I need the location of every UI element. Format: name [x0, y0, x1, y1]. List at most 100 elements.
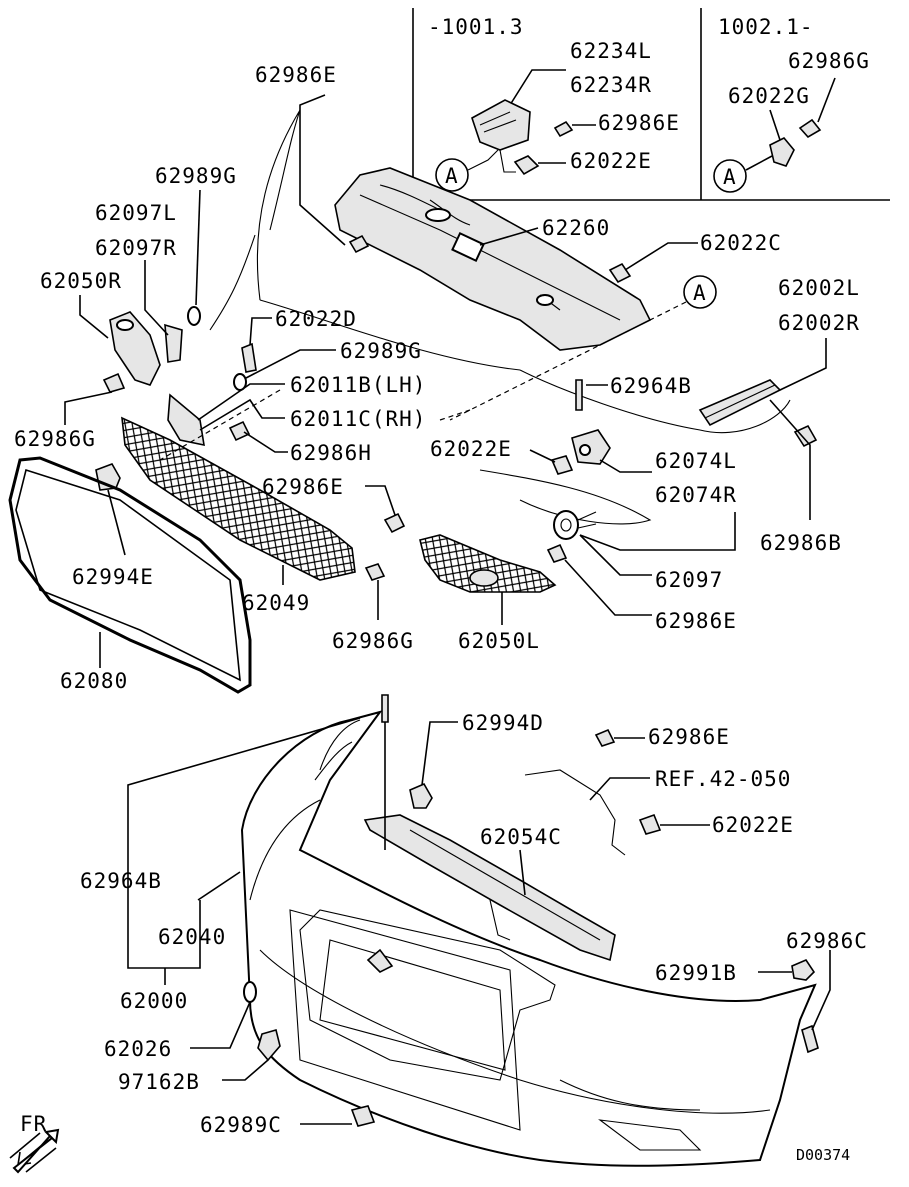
clip-62022E-inset	[513, 155, 540, 176]
label-62022E-inset: 62022E	[570, 149, 652, 173]
plug-62026	[243, 981, 257, 1003]
screw-62986G-inset	[798, 118, 822, 139]
label-62986E-low: 62986E	[648, 725, 730, 749]
label-62050L: 62050L	[458, 629, 540, 653]
label-62011B: 62011B(LH)	[290, 373, 426, 397]
label-62986E-top: 62986E	[255, 63, 337, 87]
label-62022E-low: 62022E	[712, 813, 794, 837]
bracket-62074	[571, 429, 611, 465]
ref-a-inset-left: A	[445, 164, 459, 188]
label-62989G-2: 62989G	[340, 339, 422, 363]
label-62002R: 62002R	[778, 311, 860, 335]
clip-62022G	[769, 137, 795, 167]
label-62040: 62040	[158, 925, 226, 949]
inset-left-range: -1001.3	[428, 15, 524, 39]
label-62097: 62097	[655, 568, 723, 592]
ref-a-main: A	[693, 281, 707, 305]
ref-42-050-bracket	[524, 769, 626, 856]
label-62097R: 62097R	[95, 236, 177, 260]
clip-62986B	[793, 424, 818, 448]
body-outline	[209, 109, 791, 434]
label-62022E-mid: 62022E	[430, 437, 512, 461]
bolt-62986E-top	[348, 234, 370, 254]
label-62234R: 62234R	[570, 73, 652, 97]
inset-frame	[412, 8, 890, 201]
bolt-62994D	[409, 782, 433, 809]
label-62002L: 62002L	[778, 276, 860, 300]
label-62986E-mid: 62986E	[262, 475, 344, 499]
nut-62991B	[791, 959, 816, 981]
label-62022D: 62022D	[275, 307, 357, 331]
ref-circle-a-main	[683, 275, 717, 309]
label-62986C: 62986C	[786, 929, 868, 953]
ref-a-inset-right: A	[723, 165, 737, 189]
label-62994E: 62994E	[72, 565, 154, 589]
clip-62022E-low	[638, 813, 662, 835]
bumper-cover-62040	[240, 710, 817, 1167]
ref-circle-a-inset-left	[435, 158, 469, 192]
label-62026: 62026	[104, 1037, 172, 1061]
label-62986H: 62986H	[290, 441, 372, 465]
label-62986E-inset: 62986E	[598, 111, 680, 135]
label-62986G-left: 62986G	[14, 427, 96, 451]
label-62986G-low: 62986G	[332, 629, 414, 653]
clip-62022E-mid	[550, 455, 574, 475]
upper-bar-62260	[334, 167, 652, 351]
label-62964B-low: 62964B	[80, 869, 162, 893]
label-62011C: 62011C(RH)	[290, 407, 426, 431]
clip-62989C	[350, 1105, 376, 1127]
clip-97162B	[257, 1029, 281, 1062]
trim-62002	[698, 379, 782, 427]
label-62049: 62049	[242, 591, 310, 615]
screw-62986E-right	[546, 543, 568, 563]
rivet-62964B-low	[381, 694, 389, 723]
screw-62986G-left	[102, 372, 126, 393]
screw-62986E-low	[594, 728, 616, 747]
screw-62986C	[801, 1024, 819, 1054]
label-62022G: 62022G	[728, 84, 810, 108]
label-62989G-top: 62989G	[155, 164, 237, 188]
inset-right: 1002.1- 62986G 62022G A	[713, 15, 870, 193]
clip-62989G-top	[187, 306, 201, 326]
label-62986G-inset: 62986G	[788, 49, 870, 73]
grommet-62097	[553, 510, 579, 540]
label-62260: 62260	[542, 216, 610, 240]
label-62964B-top: 62964B	[610, 374, 692, 398]
label-62991B: 62991B	[655, 961, 737, 985]
front-direction-icon	[12, 1128, 60, 1174]
label-62989C: 62989C	[200, 1113, 282, 1137]
inset-left: -1001.3 62234L 62234R 62986E 62022E A	[428, 15, 680, 192]
label-62994D: 62994D	[462, 711, 544, 735]
label-62080: 62080	[60, 669, 128, 693]
bracket-62234	[471, 99, 531, 151]
bracket-62011	[167, 393, 205, 447]
label-62234L: 62234L	[570, 39, 652, 63]
screw-62986H	[228, 420, 251, 442]
label-62000: 62000	[120, 989, 188, 1013]
inset-right-range: 1002.1-	[718, 15, 814, 39]
label-62097L: 62097L	[95, 201, 177, 225]
absorber-62054C	[363, 814, 616, 962]
label-ref-42-050: REF.42-050	[655, 767, 791, 791]
grille-62049	[121, 416, 356, 581]
label-62074L: 62074L	[655, 449, 737, 473]
screw-62986E-inset	[553, 120, 574, 138]
label-97162B: 97162B	[118, 1070, 200, 1094]
rivet-62964B-top	[575, 379, 583, 411]
screw-62986G-low	[364, 563, 386, 581]
label-62986B: 62986B	[760, 531, 842, 555]
clip-62022C	[608, 262, 632, 284]
piece-62097L	[164, 323, 183, 363]
fog-cover-62050L	[419, 534, 557, 593]
label-fr: FR	[20, 1112, 47, 1136]
label-62054C: 62054C	[480, 825, 562, 849]
screw-62986E-mid	[383, 512, 406, 534]
label-62050R: 62050R	[40, 269, 122, 293]
label-62022C: 62022C	[700, 231, 782, 255]
clip-62022D	[241, 342, 257, 373]
label-62074R: 62074R	[655, 483, 737, 507]
label-62986E-right: 62986E	[655, 609, 737, 633]
molding-62080	[8, 456, 252, 694]
drawing-code: D00374	[796, 1146, 850, 1164]
